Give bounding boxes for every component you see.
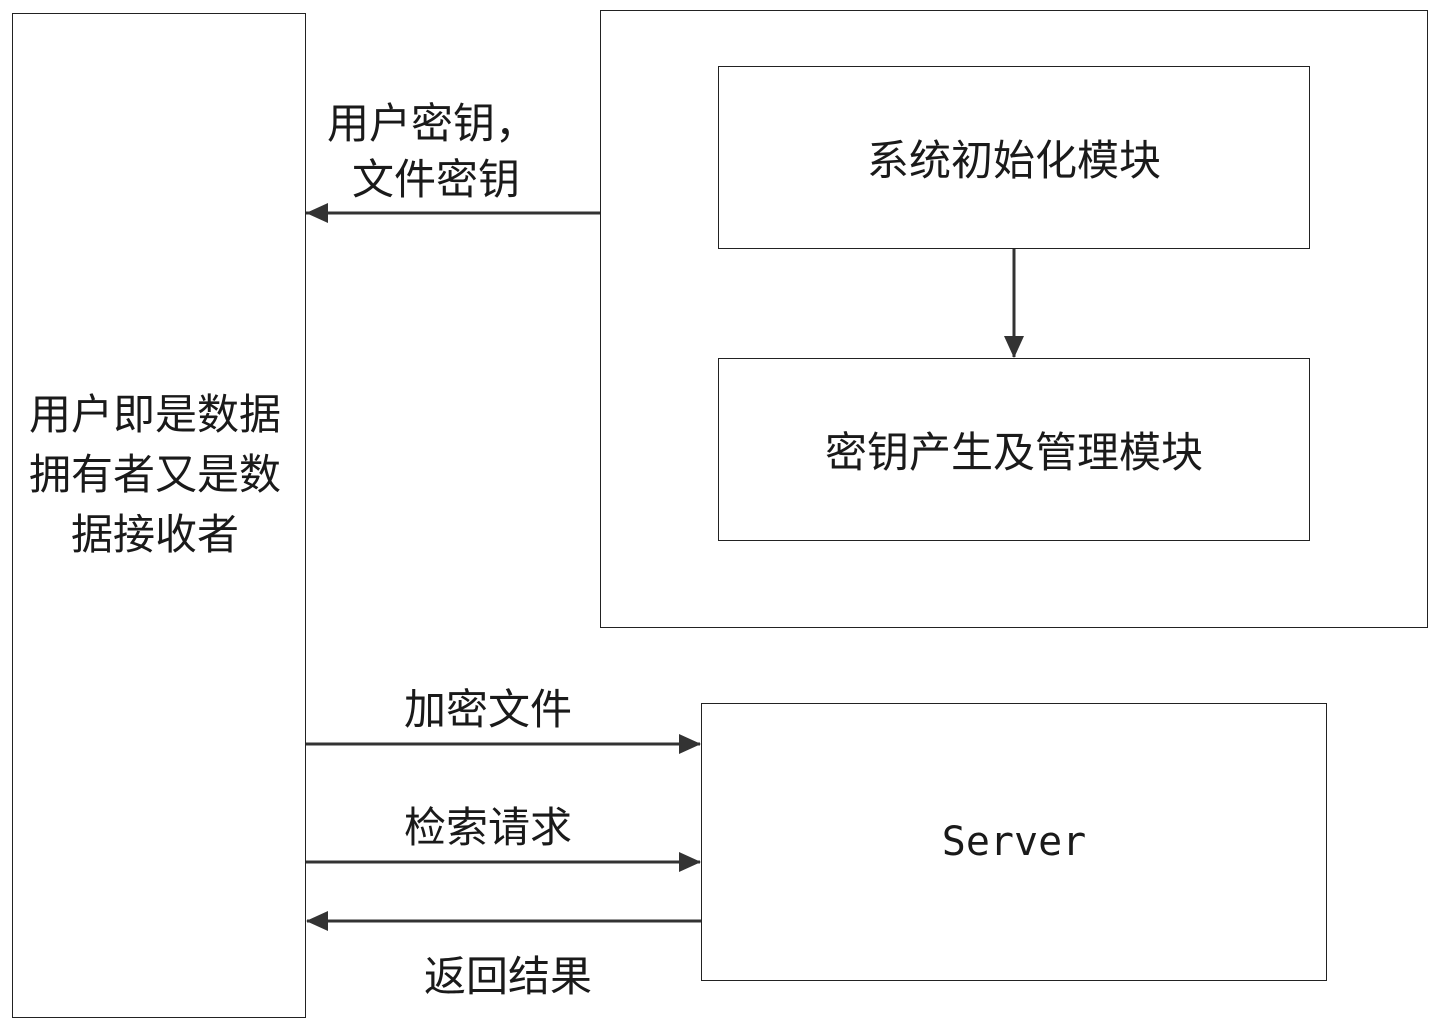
result-arrow-head	[306, 911, 328, 931]
upload-arrow-head	[679, 734, 701, 754]
init-to-keygen-arrow-head	[1004, 336, 1024, 358]
query-arrow-head	[679, 852, 701, 872]
keys-arrow-head	[306, 203, 328, 223]
